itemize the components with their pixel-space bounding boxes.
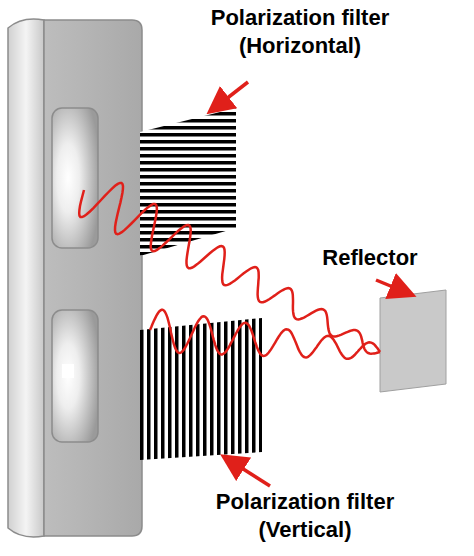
receiver-element [62, 364, 74, 378]
receiver-lens [52, 310, 98, 442]
reflector [380, 290, 446, 392]
leader-arrow [212, 82, 248, 110]
vertical-filter [140, 318, 262, 460]
emitter-lens [52, 108, 98, 248]
filter-label: Polarization filter (Vertical) [180, 488, 430, 543]
leader-arrow [376, 280, 410, 294]
horizontal-filter [140, 108, 236, 256]
filter-label: Polarization filter (Horizontal) [175, 4, 425, 59]
housing-side [8, 19, 44, 537]
housing-front [44, 20, 142, 536]
leader-arrow [226, 458, 270, 486]
reflected-wave [150, 310, 380, 359]
reflector-label: Reflector [295, 244, 445, 272]
